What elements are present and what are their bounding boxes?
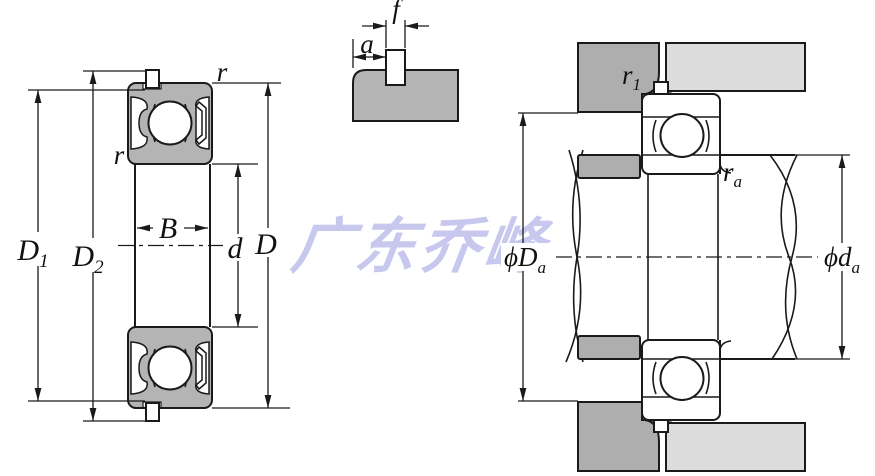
dim-label-D1: D1 [16, 234, 48, 272]
extension-lines [28, 70, 290, 422]
left-bearing-view: D1 D2 B d D r r [13, 57, 290, 422]
right-mounting-view: r1 ra ϕDa ϕda [501, 42, 867, 472]
dim-label-r-side: r [114, 140, 125, 170]
dim-label-d: d [228, 232, 244, 265]
bearing-section-top [127, 69, 213, 165]
shaft-break-lines [565, 149, 798, 363]
dim-label-phi-Da: ϕDa [504, 242, 546, 277]
bearing-section-bottom [127, 326, 213, 422]
snap-ring [385, 49, 406, 86]
dim-label-B: B [159, 212, 177, 245]
dim-label-f: f [392, 0, 403, 24]
dim-label-D2: D2 [71, 240, 104, 278]
dim-label-a: a [360, 29, 374, 59]
dim-label-r1: r1 [622, 60, 641, 94]
dim-label-ra: ra [723, 157, 742, 191]
snap-ring-groove-detail: f a [352, 0, 459, 122]
dim-label-D: D [254, 228, 277, 261]
dim-label-phi-da: ϕda [824, 242, 860, 277]
dim-label-r-top: r [217, 57, 228, 87]
mounting-section-top [517, 42, 851, 179]
